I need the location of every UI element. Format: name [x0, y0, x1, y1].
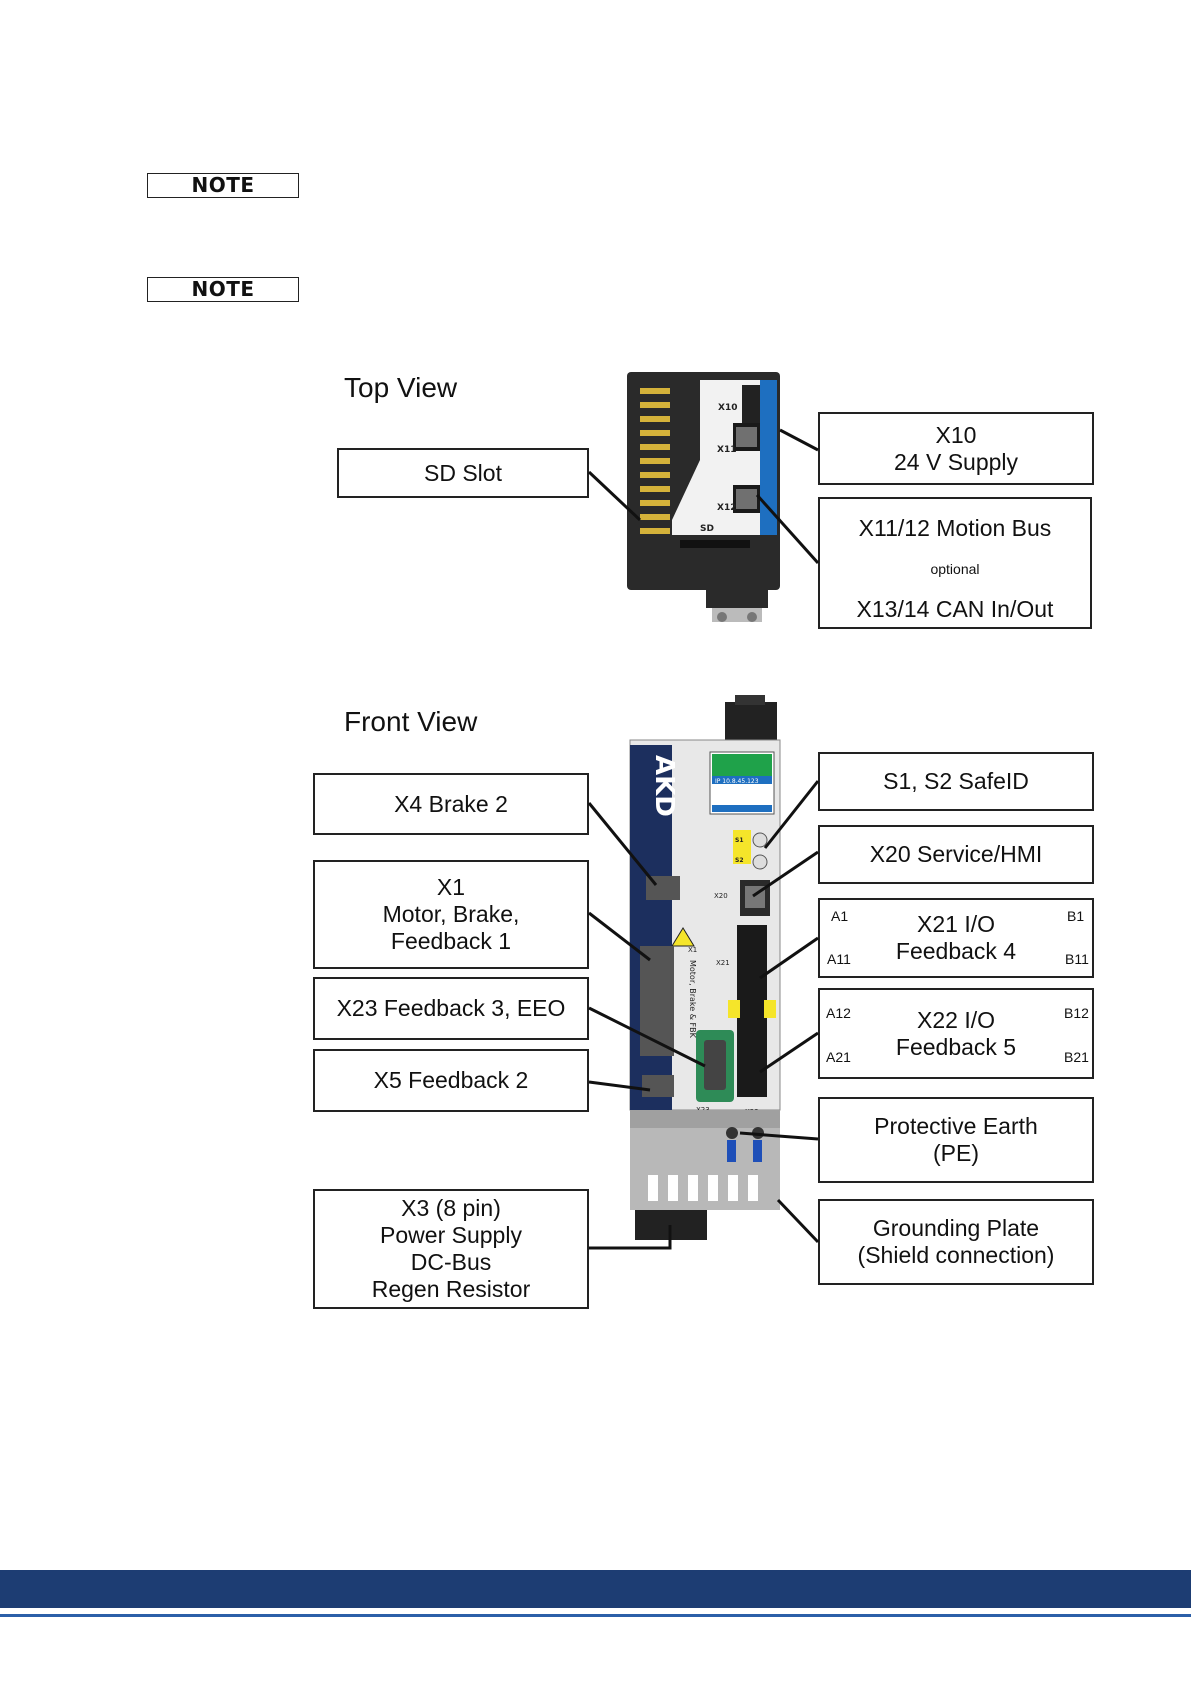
x1-label: X1: [436, 874, 466, 900]
sd-slot-callout: SD Slot: [337, 448, 589, 498]
x21-label: X21 I/O: [917, 911, 995, 937]
motion-bus-callout: X11/12 Motion Bus optional X13/14 CAN In…: [818, 497, 1092, 629]
x22-pin-b12: B12: [1064, 1005, 1089, 1021]
grounding-label: Grounding Plate: [872, 1215, 1040, 1241]
x21-pin-b11: B11: [1065, 951, 1089, 967]
x21-pin-a11: A11: [827, 951, 851, 967]
x1-callout: X1 Motor, Brake, Feedback 1: [313, 860, 589, 969]
x3-desc-2: DC-Bus: [410, 1249, 492, 1275]
device-x12-label: X12: [717, 503, 736, 513]
pe-label: Protective Earth: [874, 1113, 1038, 1139]
s1s2-callout: S1, S2 SafeID: [818, 752, 1094, 811]
x3-label: X3 (8 pin): [401, 1195, 501, 1221]
can-label: X13/14 CAN In/Out: [856, 596, 1054, 622]
pe-callout: Protective Earth (PE): [818, 1097, 1094, 1183]
note-label: NOTE: [147, 173, 299, 198]
x22-pin-a21: A21: [826, 1049, 851, 1065]
optional-label: optional: [930, 561, 980, 577]
x4-label: X4 Brake 2: [394, 790, 508, 817]
x22-desc: Feedback 5: [895, 1033, 1017, 1060]
x21-pin-b1: B1: [1067, 908, 1085, 924]
device-x10-label: X10: [718, 403, 737, 413]
x1-desc-2: Feedback 1: [390, 928, 512, 954]
x20-label: X20 Service/HMI: [869, 841, 1043, 867]
device-s1-label: S1: [735, 837, 744, 844]
x5-label: X5 Feedback 2: [373, 1067, 529, 1093]
x10-callout: X10 24 V Supply: [818, 412, 1094, 485]
x10-desc: 24 V Supply: [893, 448, 1019, 475]
pe-abbrev: (PE): [933, 1140, 979, 1166]
footer-band: [0, 1570, 1191, 1608]
x23-callout: X23 Feedback 3, EEO: [313, 977, 589, 1040]
x21-desc: Feedback 4: [895, 938, 1017, 964]
x22-callout: X22 I/O Feedback 5: [818, 988, 1094, 1079]
device-ip-label: IP 10.8.45.123: [715, 778, 759, 785]
x22-pin-a12: A12: [826, 1005, 851, 1021]
x3-callout: X3 (8 pin) Power Supply DC-Bus Regen Res…: [313, 1189, 589, 1309]
x23-label: X23 Feedback 3, EEO: [336, 995, 566, 1021]
footer-line: [0, 1614, 1191, 1617]
x20-callout: X20 Service/HMI: [818, 825, 1094, 884]
x4-callout: X4 Brake 2: [313, 773, 589, 835]
x5-callout: X5 Feedback 2: [313, 1049, 589, 1112]
s1s2-label: S1, S2 SafeID: [883, 768, 1029, 794]
motion-bus-label: X11/12 Motion Bus: [858, 515, 1052, 541]
device-x21-label: X21: [716, 959, 730, 967]
device-x20-label: X20: [714, 892, 728, 900]
sd-slot-label: SD Slot: [424, 459, 502, 486]
x21-pin-a1: A1: [831, 908, 849, 924]
x22-pin-b21: B21: [1064, 1049, 1089, 1065]
grounding-callout: Grounding Plate (Shield connection): [818, 1199, 1094, 1285]
device-vertical-label: Motor, Brake & FBK: [688, 960, 697, 1039]
x21-callout: X21 I/O Feedback 4: [818, 898, 1094, 978]
device-brand-label: AKD: [649, 755, 679, 817]
front-view-heading: Front View: [344, 706, 478, 737]
x3-desc-1: Power Supply: [380, 1222, 522, 1248]
grounding-desc: (Shield connection): [857, 1242, 1055, 1268]
top-view-heading: Top View: [344, 372, 458, 403]
x10-label: X10: [935, 421, 977, 448]
x22-label: X22 I/O: [917, 1006, 995, 1033]
note-label: NOTE: [147, 277, 299, 302]
x1-desc-1: Motor, Brake,: [382, 901, 520, 927]
x3-desc-3: Regen Resistor: [371, 1276, 531, 1302]
device-sd-label: SD: [700, 524, 714, 534]
device-s2-label: S2: [735, 857, 744, 864]
device-x1-label: X1: [688, 946, 697, 954]
device-x11-label: X11: [717, 445, 736, 455]
